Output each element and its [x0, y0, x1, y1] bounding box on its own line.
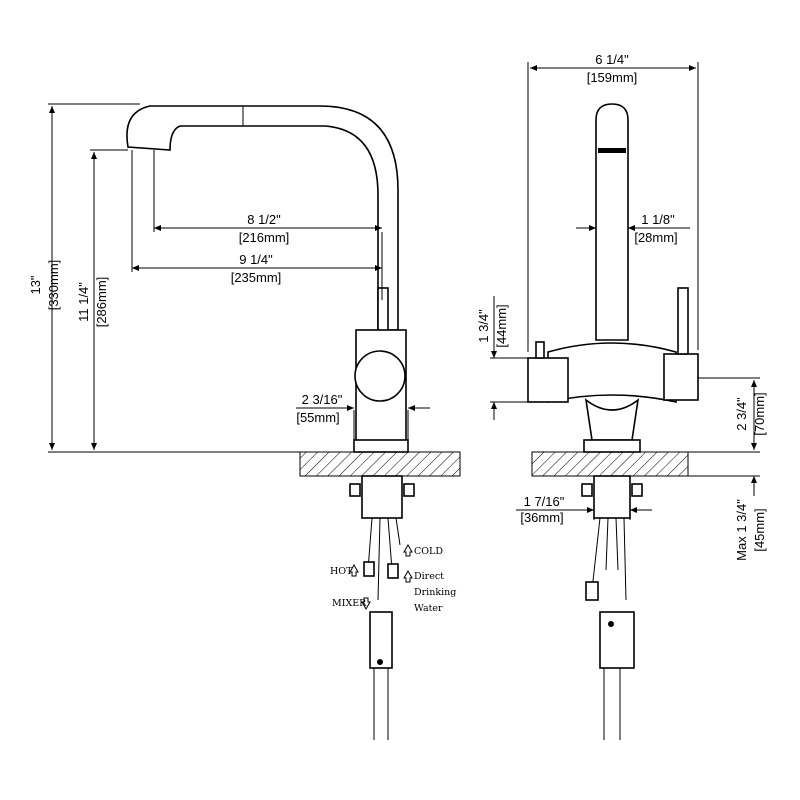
left-base-plate: [353, 439, 409, 453]
right-spout: [595, 103, 629, 341]
right-base-plate: [583, 439, 641, 453]
left-hose-4: [395, 517, 401, 546]
dim-spout-dia-metric: [28mm]: [634, 230, 677, 245]
dim-spout-dia-imperial: 1 1/8": [641, 212, 675, 227]
dim-base-height-imperial: 2 3/4": [734, 397, 749, 431]
right-right-handle: [663, 353, 699, 401]
right-hose-3: [615, 517, 619, 571]
right-pulldown-weight: [599, 611, 635, 669]
dim-reach-outer-imperial: 9 1/4": [239, 252, 273, 267]
hose-labels: COLD HOT Direct Drinking Water MIXER: [330, 543, 456, 614]
right-left-handle: [527, 357, 569, 403]
label-mixer: MIXER: [332, 598, 367, 609]
right-fitting: [585, 581, 599, 601]
left-fitting-hot: [363, 561, 375, 577]
dim-deck-max-imperial: Max 1 3/4": [734, 499, 749, 561]
right-body: [547, 342, 677, 403]
dim-reach-inner-metric: [216mm]: [239, 230, 290, 245]
mixer-arrow-icon: [361, 597, 371, 611]
left-weight-screw: [377, 659, 383, 665]
left-countertop: [299, 451, 461, 477]
label-cold: COLD: [414, 546, 443, 557]
dim-total-height-metric: [330mm]: [46, 260, 61, 311]
cold-arrow-icon: [403, 543, 413, 557]
label-hot: HOT: [330, 566, 353, 577]
dim-total-height-imperial: 13": [28, 275, 43, 294]
left-hose-3: [387, 517, 393, 571]
label-direct-3: Water: [414, 603, 443, 614]
label-direct-2: Drinking: [414, 587, 456, 598]
left-handle-knob: [354, 350, 406, 402]
right-hose-4: [623, 517, 627, 601]
right-hose-1: [591, 517, 601, 591]
right-dimensions: 6 1/4" [159mm] 1 1/8" [28mm] 1 3/4" [44m…: [476, 52, 767, 561]
dim-base-width-metric: [55mm]: [296, 410, 339, 425]
dim-body-height-metric: [44mm]: [494, 304, 509, 347]
right-shank: [593, 475, 631, 519]
left-shank: [361, 475, 403, 519]
right-aerator: [598, 148, 626, 153]
dim-deck-max-metric: [45mm]: [752, 508, 767, 551]
dim-base-width-imperial: 2 3/16": [302, 392, 343, 407]
right-hose-2: [605, 517, 609, 571]
right-countertop: [531, 451, 689, 477]
right-weight-screw: [608, 621, 614, 627]
right-faucet-drawing: [527, 103, 699, 740]
dim-body-height-imperial: 1 3/4": [476, 309, 491, 343]
left-faucet-drawing: [126, 105, 461, 740]
dim-shank-metric: [36mm]: [520, 510, 563, 525]
right-nut-left: [581, 483, 593, 497]
left-dimensions: 13" [330mm] 11 1/4" [286mm] 8 1/2" [216m…: [28, 103, 430, 453]
right-neck: [584, 398, 640, 441]
left-nut-right: [403, 483, 415, 497]
label-direct-1: Direct: [414, 571, 444, 582]
left-nut-left: [349, 483, 361, 497]
direct-arrow-icon: [403, 569, 413, 583]
dim-spout-height-imperial: 11 1/4": [76, 282, 91, 322]
dim-width-total-imperial: 6 1/4": [595, 52, 629, 67]
left-pulldown-weight: [369, 611, 393, 669]
dim-shank-imperial: 1 7/16": [524, 494, 565, 509]
hot-arrow-icon: [349, 563, 359, 577]
dim-width-total-metric: [159mm]: [587, 70, 638, 85]
left-fitting-direct: [387, 563, 399, 579]
dim-spout-height-metric: [286mm]: [94, 277, 109, 328]
right-right-lever: [677, 287, 689, 355]
dim-reach-outer-metric: [235mm]: [231, 270, 282, 285]
dim-reach-inner-imperial: 8 1/2": [247, 212, 281, 227]
right-left-lever: [535, 341, 545, 359]
dim-base-height-metric: [70mm]: [752, 392, 767, 435]
right-nut-right: [631, 483, 643, 497]
left-hose-2: [377, 517, 381, 601]
